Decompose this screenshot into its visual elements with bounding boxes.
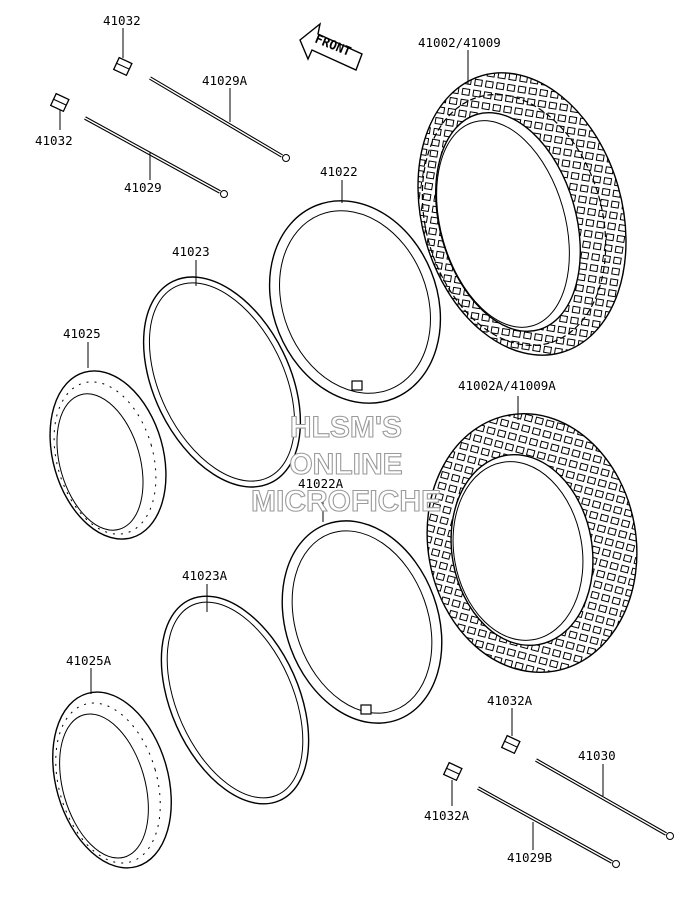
rim-41025: [49, 370, 167, 540]
rim-band-41023A: [160, 595, 310, 805]
valve-nut-41032-left: [49, 92, 70, 113]
label-41029: 41029: [124, 180, 162, 195]
label-41030: 41030: [578, 748, 616, 763]
label-41032A-top: 41032A: [487, 693, 533, 708]
tube-41022: [268, 200, 442, 404]
watermark-line-1: HLSM'S: [290, 411, 402, 444]
label-41023A: 41023A: [182, 568, 228, 583]
label-41029A: 41029A: [202, 73, 248, 88]
spoke-41029A: [149, 76, 290, 162]
rear-tire: [426, 413, 638, 673]
front-tire: [417, 72, 627, 356]
tube-41022A: [281, 520, 443, 724]
valve-nut-41032A-bottom: [442, 761, 463, 782]
label-41022A: 41022A: [298, 476, 344, 491]
watermark-line-3: MICROFICHE: [251, 485, 441, 518]
spoke-41030: [535, 758, 674, 840]
valve-nut-41032A-top: [500, 734, 521, 755]
valve-nut-41032-top: [112, 56, 133, 77]
label-41032-left: 41032: [35, 133, 73, 148]
watermark: HLSM'S ONLINE MICROFICHE: [250, 410, 441, 518]
label-41002-41009: 41002/41009: [418, 35, 501, 50]
label-41002A-41009A: 41002A/41009A: [458, 378, 556, 393]
label-41029B: 41029B: [507, 850, 552, 865]
label-41022: 41022: [320, 164, 358, 179]
rim-41025A: [52, 691, 172, 869]
front-arrow: FRONT: [299, 22, 363, 71]
watermark-line-2: ONLINE: [289, 448, 402, 481]
rim-band-41023: [142, 276, 302, 488]
label-41025A: 41025A: [66, 653, 112, 668]
label-41032-top: 41032: [103, 13, 141, 28]
spoke-41029B: [477, 786, 620, 868]
label-41023: 41023: [172, 244, 210, 259]
spoke-41029: [84, 116, 228, 198]
label-41032A-bottom: 41032A: [424, 808, 470, 823]
label-41025: 41025: [63, 326, 101, 341]
